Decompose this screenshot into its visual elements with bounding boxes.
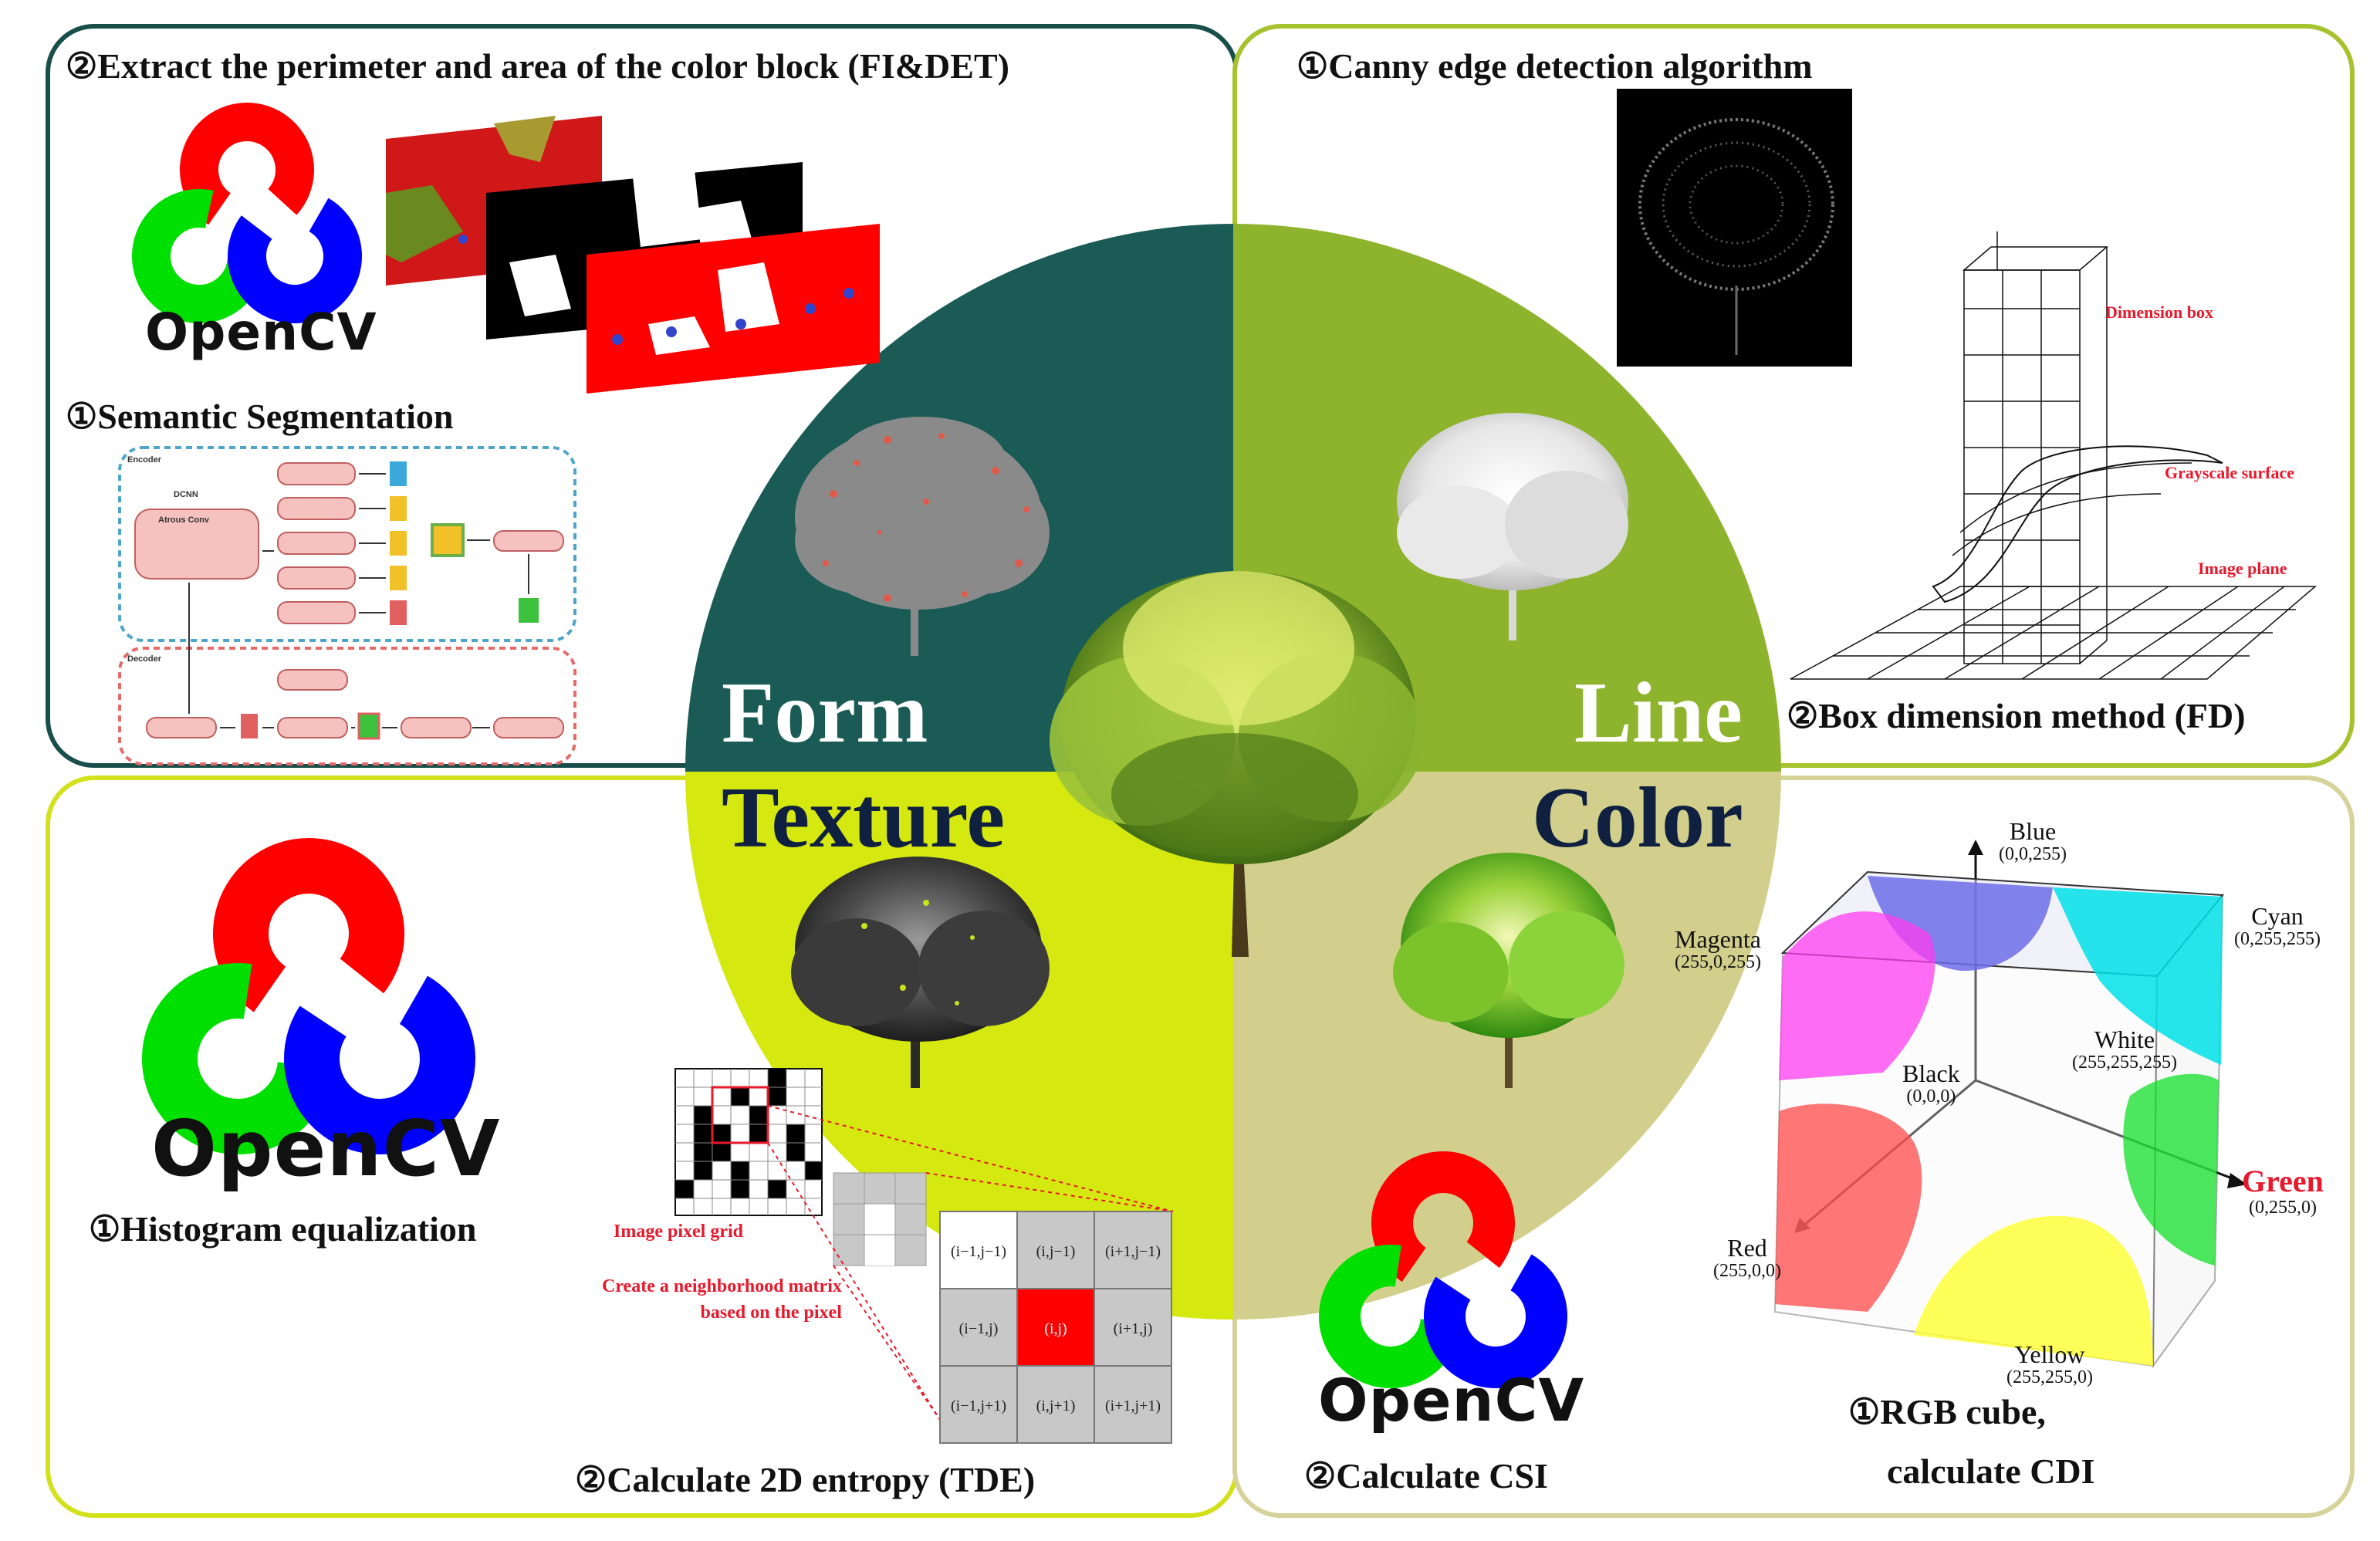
cube-label-black: Black(0,0,0)	[1902, 1059, 1960, 1107]
box-dimension-diagram	[1790, 231, 2317, 680]
line-step1-title: ①Canny edge detection algorithm	[1296, 46, 1813, 86]
color-tree-image	[1393, 853, 1624, 1088]
matrix-cell-4: (i,j)	[1044, 1320, 1067, 1337]
atrous-conv-label: Atrous Conv	[158, 515, 209, 525]
matrix-cell-5: (i+1,j)	[1114, 1320, 1153, 1337]
texture-quadrant-label: Texture	[722, 770, 1006, 866]
color-step2-title: ②Calculate CSI	[1304, 1456, 1548, 1495]
form-tree-image	[795, 417, 1050, 656]
line-step2-title: ②Box dimension method (FD)	[1787, 696, 2246, 735]
neighborhood-matrix-label: Create a neighborhood matrix based on th…	[602, 1273, 842, 1326]
matrix-cell-8: (i+1,j+1)	[1105, 1397, 1161, 1414]
matrix-cell-6: (i−1,j+1)	[951, 1397, 1006, 1414]
matrix-cell-3: (i−1,j)	[959, 1320, 999, 1337]
image-plane-label: Image plane	[2198, 559, 2287, 578]
form-step2-title: ②Extract the perimeter and area of the c…	[66, 46, 1009, 86]
opencv-logo-texture	[142, 838, 475, 1154]
central-tree-image	[1050, 571, 1424, 957]
decoder-label: Decoder	[127, 654, 162, 664]
form-step1-title: ①Semantic Segmentation	[66, 397, 454, 436]
matrix-cell-2: (i+1,j−1)	[1105, 1243, 1161, 1260]
neighborhood-matrix-label-line2: based on the pixel	[700, 1303, 842, 1323]
texture-step2-title: ②Calculate 2D entropy (TDE)	[575, 1460, 1036, 1499]
encoder-label: Encoder	[127, 455, 162, 465]
opencv-logo-text-color: OpenCV	[1318, 1366, 1585, 1435]
canny-edge-image	[1617, 89, 1852, 367]
opencv-logo-text-texture: OpenCV	[151, 1103, 501, 1194]
form-quadrant-label: Form	[722, 665, 928, 761]
cube-label-red: Red(255,0,0)	[1713, 1234, 1781, 1281]
matrix-cell-7: (i,j+1)	[1036, 1397, 1076, 1414]
color-step1-title-line2: calculate CDI	[1887, 1451, 2095, 1491]
neighborhood-matrix: (i−1,j−1) (i,j−1) (i+1,j−1) (i−1,j) (i,j…	[939, 1211, 1172, 1444]
cube-label-cyan: Cyan(0,255,255)	[2234, 902, 2321, 949]
cube-label-yellow: Yellow(255,255,0)	[2006, 1340, 2093, 1387]
cube-label-white: White(255,255,255)	[2072, 1026, 2177, 1073]
line-tree-image	[1397, 413, 1628, 640]
cube-label-green: Green(0,255,0)	[2242, 1164, 2324, 1218]
small-gray-grid	[767, 1105, 1174, 1421]
grayscale-surface-label: Grayscale surface	[2165, 463, 2294, 482]
dcnn-label: DCNN	[174, 490, 198, 499]
matrix-cell-0: (i−1,j−1)	[951, 1243, 1006, 1260]
neighborhood-matrix-label-line1: Create a neighborhood matrix	[602, 1276, 842, 1296]
line-quadrant-label: Line	[1574, 665, 1743, 761]
cube-label-blue: Blue(0,0,255)	[1999, 817, 2067, 864]
opencv-logo-text-form: OpenCV	[145, 302, 377, 362]
dimension-box-label: Dimension box	[2105, 302, 2213, 322]
texture-step1-title: ①Histogram equalization	[89, 1209, 477, 1249]
color-quadrant-label: Color	[1532, 770, 1743, 866]
image-pixel-grid	[674, 1068, 823, 1216]
opencv-logo-form	[132, 103, 362, 323]
segmentation-image-stack	[386, 116, 880, 394]
cube-label-magenta: Magenta(255,0,255)	[1675, 925, 1761, 972]
texture-tree-image	[791, 857, 1050, 1088]
matrix-cell-1: (i,j−1)	[1036, 1243, 1076, 1260]
color-step1-title-line1: ①RGB cube,	[1848, 1392, 2046, 1431]
rgb-cube	[1773, 840, 2247, 1369]
deeplab-network-diagram	[118, 446, 576, 765]
image-pixel-grid-label: Image pixel grid	[614, 1222, 743, 1242]
